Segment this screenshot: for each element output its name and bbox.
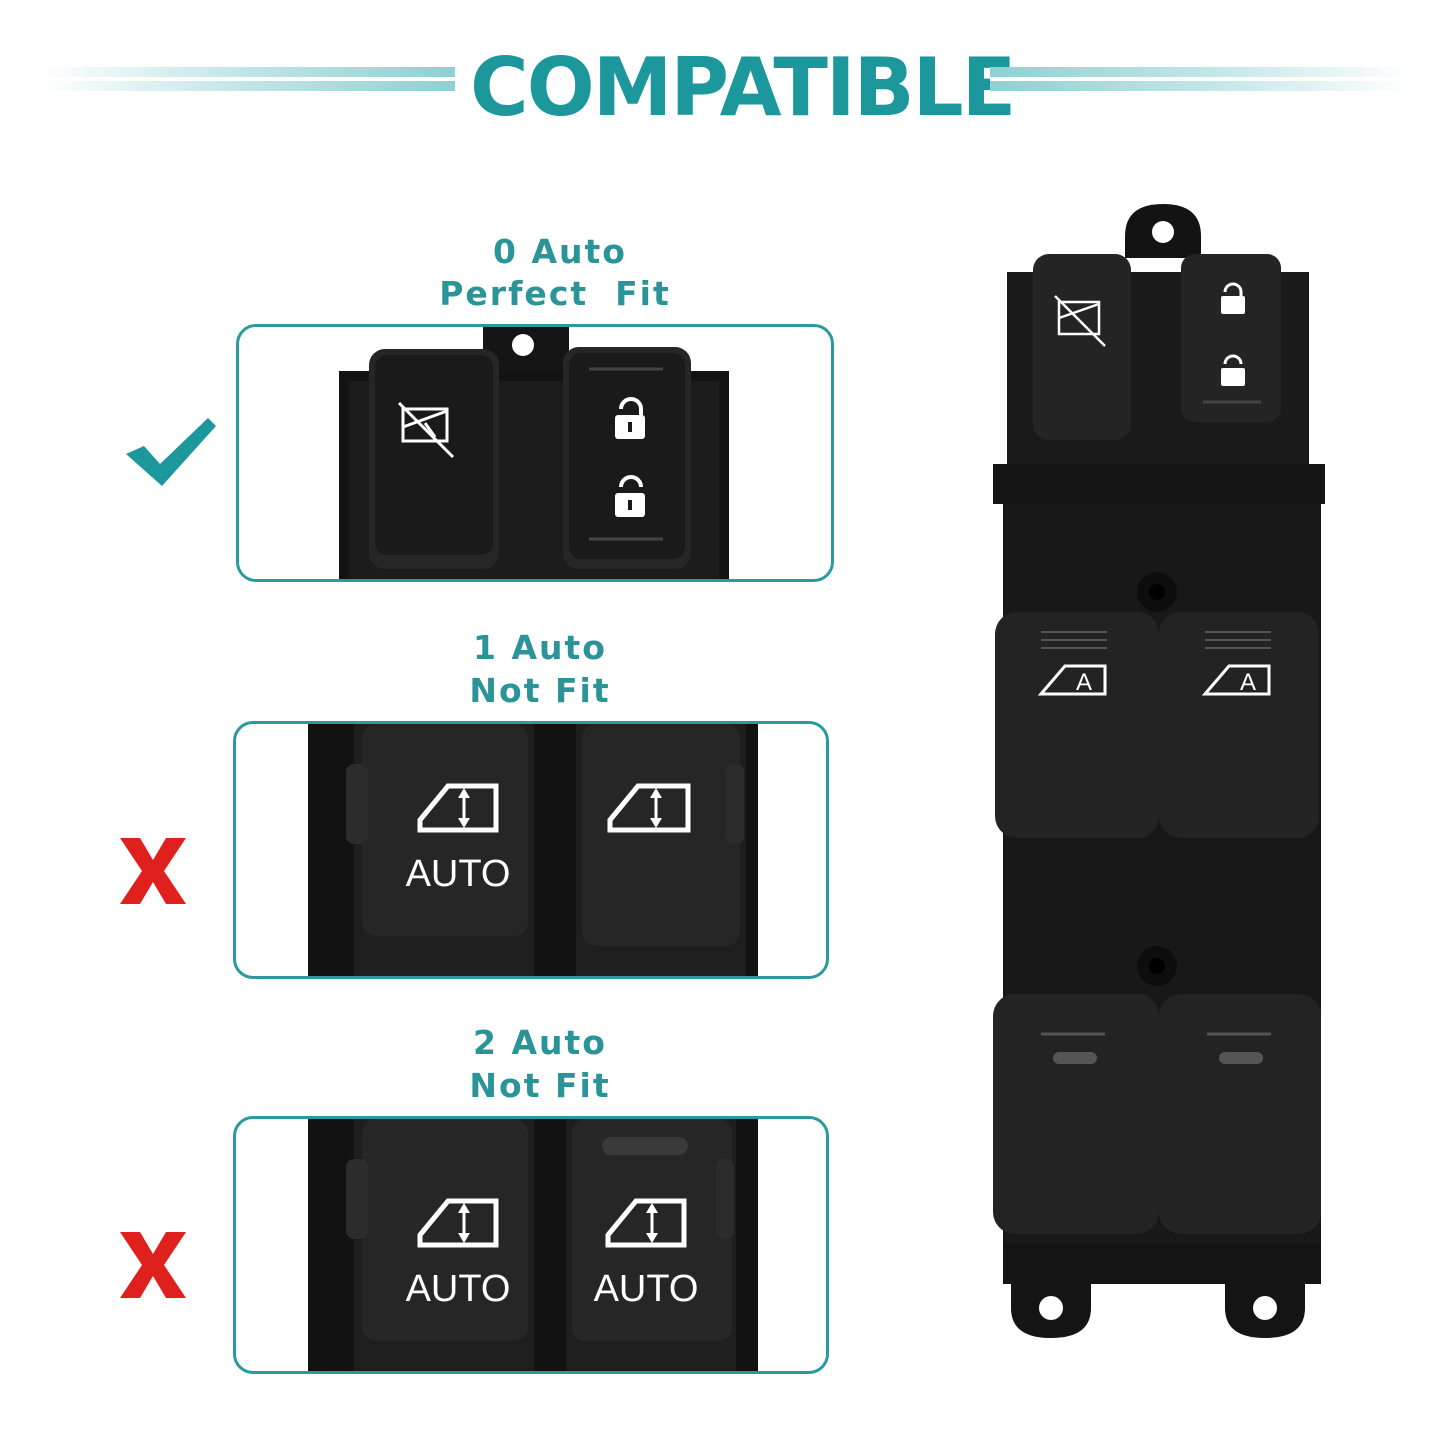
auto-label-1a: AUTO xyxy=(406,853,511,895)
option-2-image: AUTO AUTO xyxy=(233,1116,829,1374)
page-title: COMPATIBLE xyxy=(470,41,1016,134)
option-0-title: 0 Auto xyxy=(493,232,627,271)
option-1-title: 1 Auto xyxy=(473,628,607,667)
auto-label-2b: AUTO xyxy=(594,1268,699,1310)
product-window-switch: A A xyxy=(993,204,1325,1338)
option-1-image: AUTO xyxy=(233,721,829,979)
option-2-subtitle: Not Fit xyxy=(469,1066,611,1105)
x-icon xyxy=(120,838,186,904)
header-rule-left xyxy=(40,67,455,91)
check-icon xyxy=(126,418,216,486)
option-0-subtitle: Perfect Fit xyxy=(439,274,671,313)
x-icon xyxy=(120,1232,186,1298)
option-2-title: 2 Auto xyxy=(473,1023,607,1062)
option-0-image xyxy=(236,324,834,582)
header-rule-right xyxy=(990,67,1410,91)
option-1-subtitle: Not Fit xyxy=(469,671,611,710)
auto-short-right: A xyxy=(1240,669,1256,696)
auto-short-left: A xyxy=(1076,669,1092,696)
auto-label-2a: AUTO xyxy=(406,1268,511,1310)
